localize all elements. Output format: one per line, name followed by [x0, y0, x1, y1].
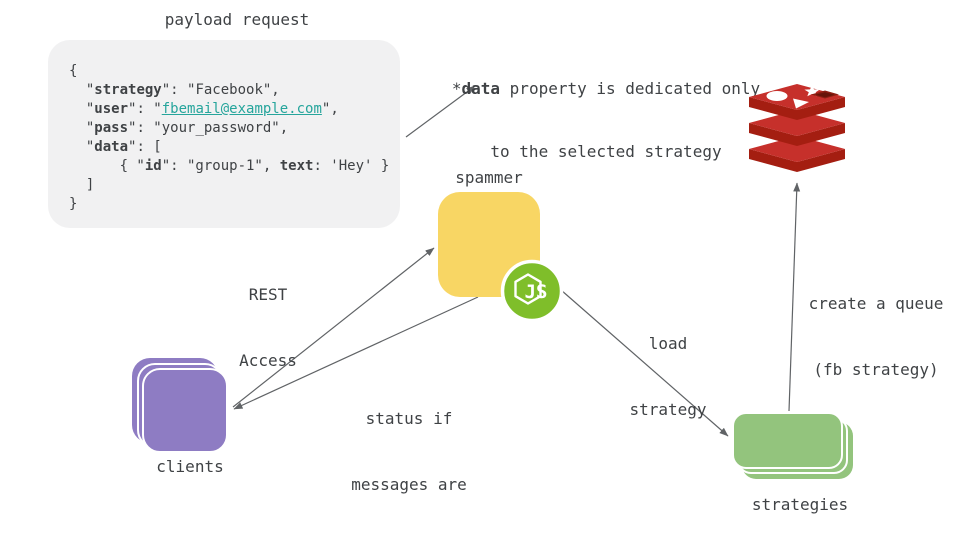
- arrow-spammer-to-strategies: [560, 289, 729, 437]
- clients-label: clients: [156, 457, 224, 476]
- annotation-line-2: to the selected strategy: [490, 142, 722, 161]
- code-line: "user": "fbemail@example.com",: [69, 101, 339, 117]
- arrow-clients-to-spammer: [232, 247, 435, 408]
- code-line: { "id": "group-1", text: 'Hey' }: [69, 158, 390, 174]
- strategies-label: strategies: [751, 495, 849, 514]
- edge-label-rest-access: REST Access: [239, 285, 297, 370]
- code-line: "pass": "your_password",: [69, 120, 289, 136]
- svg-text:JS: JS: [525, 281, 548, 303]
- payload-code-box: [48, 40, 400, 228]
- payload-code: { "strategy": "Facebook", "user": "fbema…: [69, 62, 389, 214]
- nodejs-icon: JS: [500, 259, 564, 323]
- edge-label-create-queue: create a queue (fb strategy): [808, 294, 944, 379]
- email-link[interactable]: fbemail@example.com: [161, 101, 322, 117]
- code-line: }: [69, 196, 78, 212]
- code-line: {: [69, 63, 78, 79]
- payload-request-title: payload request: [164, 10, 310, 29]
- edge-label-load-strategy: load strategy: [629, 334, 707, 419]
- code-line: "strategy": "Facebook",: [69, 82, 280, 98]
- data-property-annotation: *data property is dedicated only to the …: [452, 36, 760, 204]
- redis-icon: [749, 84, 845, 172]
- arrow-code-to-annotation: [405, 85, 476, 138]
- code-line: "data": [: [69, 139, 162, 155]
- spammer-label: spammer: [455, 168, 523, 187]
- arrow-strategies-to-redis: [788, 182, 801, 412]
- annotation-line-1: *data property is dedicated only: [451, 79, 761, 98]
- edge-label-status: status if messages are processing: [351, 409, 467, 494]
- clients-node[interactable]: [142, 368, 228, 453]
- strategies-node[interactable]: [732, 412, 843, 469]
- arrow-spammer-to-clients: [233, 296, 479, 410]
- code-line: ]: [69, 177, 95, 193]
